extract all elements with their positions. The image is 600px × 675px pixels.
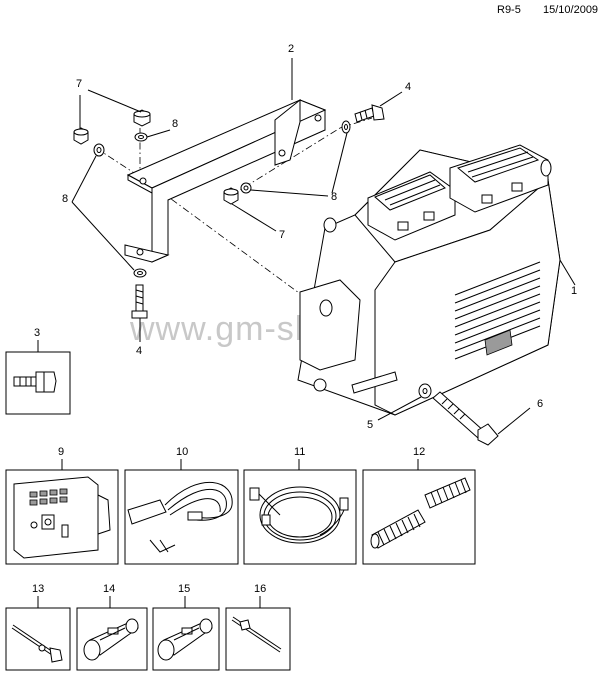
callout-9: 9	[58, 446, 64, 458]
callout-7-mid: 7	[279, 229, 285, 241]
washer-lower	[133, 268, 147, 278]
part-13-box: 13	[5, 583, 71, 671]
part-11-box: 11	[243, 446, 357, 565]
bolt-upper-right	[354, 104, 385, 123]
part-14-box: 14	[76, 583, 148, 671]
washer-middle	[240, 182, 252, 194]
callout-2: 2	[288, 43, 294, 55]
callout-14: 14	[103, 583, 115, 595]
nut-middle	[223, 187, 239, 205]
callout-10: 10	[176, 446, 188, 458]
washer-left	[93, 143, 105, 157]
callout-4-top: 4	[405, 81, 411, 93]
callout-8-left: 8	[62, 193, 68, 205]
nut-upper	[133, 109, 151, 127]
part-9-box: 9	[5, 446, 119, 565]
callout-7-top: 7	[76, 78, 82, 90]
part-10-box: 10	[124, 446, 239, 565]
part-12-box: 12	[362, 446, 476, 565]
washer-upper-right	[341, 120, 351, 134]
callout-4-bottom: 4	[136, 345, 142, 357]
bolt-lower	[131, 284, 148, 319]
mounting-bracket	[124, 98, 327, 263]
control-module	[297, 144, 561, 416]
callout-13: 13	[32, 583, 44, 595]
corrugated-tube-right	[424, 477, 471, 509]
diagram-date: 15/10/2009	[543, 4, 599, 16]
part-3-box: 3	[5, 327, 71, 415]
callout-6: 6	[537, 398, 543, 410]
callout-3: 3	[34, 327, 40, 339]
callout-5: 5	[367, 419, 373, 431]
washer-module-bolt	[418, 383, 432, 399]
diagram-code: R9-5	[497, 4, 521, 16]
callout-16: 16	[254, 583, 266, 595]
part-16-box: 16	[225, 583, 291, 671]
module-bolt	[432, 391, 499, 446]
cooling-fins	[454, 261, 541, 360]
corrugated-tube-left	[370, 509, 426, 549]
connector-left	[367, 171, 456, 241]
washer-upper	[134, 132, 148, 142]
nut-left	[73, 127, 89, 145]
callout-11: 11	[294, 446, 305, 458]
callout-8-top: 8	[172, 118, 178, 130]
connector-right	[449, 144, 552, 213]
callout-1: 1	[571, 285, 577, 297]
callout-12: 12	[413, 446, 425, 458]
callout-15: 15	[178, 583, 190, 595]
part-15-box: 15	[152, 583, 220, 671]
callouts-top: 2 7 8 4 8 7 8 4 1 5 6	[62, 43, 577, 435]
callout-8-mid: 8	[331, 191, 337, 203]
